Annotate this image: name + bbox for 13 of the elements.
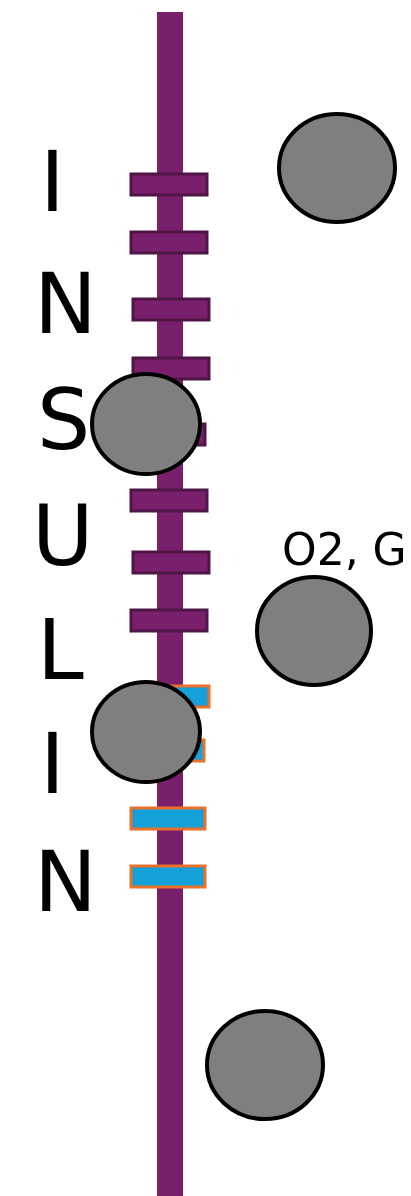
text-label: O2, G xyxy=(282,528,407,572)
circle-marker xyxy=(90,372,202,476)
letter: L xyxy=(37,608,84,692)
circle-marker xyxy=(255,575,373,687)
letter: I xyxy=(40,140,65,224)
letter: N xyxy=(34,840,97,924)
letter: S xyxy=(37,378,91,462)
letter: U xyxy=(32,494,94,578)
circle-marker xyxy=(205,1009,325,1121)
letter: I xyxy=(40,722,65,806)
circle-marker xyxy=(277,112,397,224)
letter: N xyxy=(34,262,97,346)
circle-marker xyxy=(90,680,202,784)
